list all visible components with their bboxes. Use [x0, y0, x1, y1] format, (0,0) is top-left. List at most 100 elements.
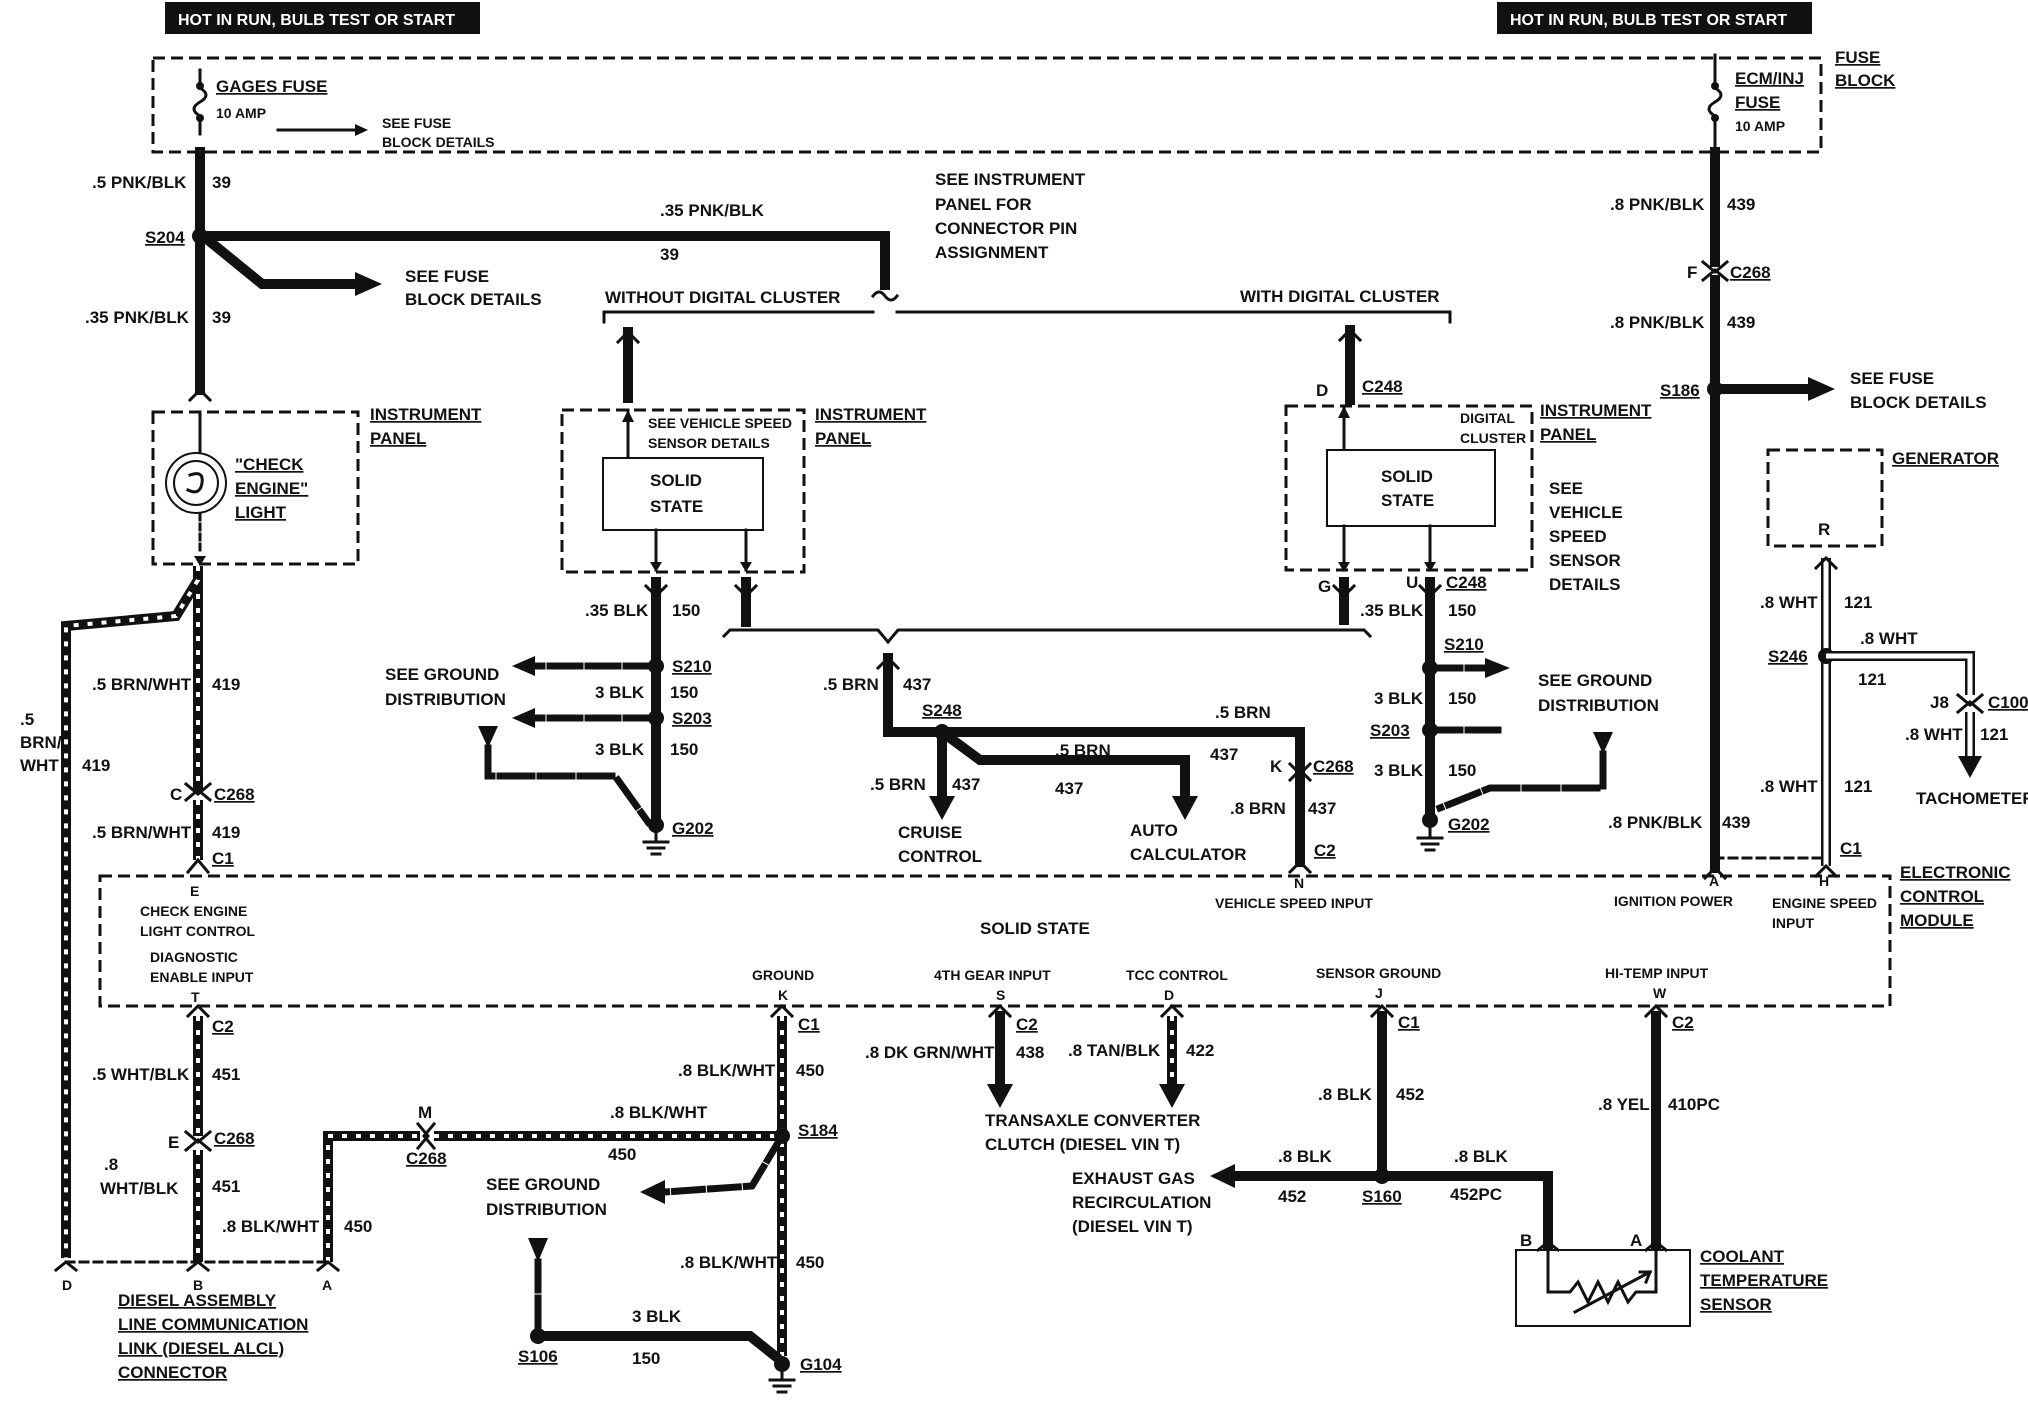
wire-label: .8 BLK — [1318, 1085, 1373, 1104]
wire-label: 3 BLK — [595, 740, 645, 759]
auto-calc-label: AUTO — [1130, 821, 1178, 840]
wire-label: 3 BLK — [632, 1307, 682, 1326]
circuit-label: 450 — [796, 1061, 824, 1080]
circuit-label: 451 — [212, 1177, 240, 1196]
wire-label-3: WHT — [20, 756, 59, 775]
pin-label: F — [1687, 263, 1697, 282]
see-ground-label: SEE GROUND — [1538, 671, 1652, 690]
solid-state-label: SOLID STATE — [980, 919, 1090, 938]
pin-label: T — [191, 989, 200, 1005]
wire-label: .8 BLK — [1454, 1147, 1509, 1166]
connector-label: C268 — [406, 1149, 447, 1168]
pin-label: E — [168, 1133, 179, 1152]
pin-label: H — [1819, 873, 1829, 889]
diagram-stroke — [1424, 562, 1436, 572]
circuit-label: 39 — [660, 245, 679, 264]
circuit-label: 419 — [82, 756, 110, 775]
ecm-pin-desc: TCC CONTROL — [1126, 967, 1228, 983]
wire-label-2: BRN/ — [20, 733, 62, 752]
circuit-label: 121 — [1844, 593, 1872, 612]
ecm-pin-desc: DIAGNOSTIC — [150, 949, 238, 965]
wire-label: .8 WHT — [1905, 725, 1963, 744]
circuit-label: 437 — [903, 675, 931, 694]
ground-icon — [1416, 826, 1444, 852]
ground-label: G202 — [1448, 815, 1490, 834]
splice-label: S248 — [922, 701, 962, 720]
wire-label: 3 BLK — [1374, 689, 1424, 708]
wire-label: 3 BLK — [595, 683, 645, 702]
arrow-head-icon — [1958, 756, 1982, 778]
splice-label: S246 — [1768, 647, 1808, 666]
see-fuse-label: SEE FUSE — [1850, 369, 1934, 388]
circuit-label: 451 — [212, 1065, 240, 1084]
solid-state-box — [1326, 449, 1496, 527]
ecm-box — [98, 874, 1892, 1008]
circuit-label: 39 — [212, 173, 231, 192]
pin-label: G — [1318, 577, 1331, 596]
ecm-label: ELECTRONIC — [1900, 863, 2011, 882]
see-fuse-label: SEE FUSE — [382, 115, 451, 131]
ground-icon — [768, 1370, 796, 1394]
wire-label: .8 — [104, 1155, 118, 1174]
panel-label: INSTRUMENT — [1540, 401, 1652, 420]
wire-label: .35 BLK — [585, 601, 649, 620]
splice-label: S210 — [1444, 635, 1484, 654]
ground-label: G202 — [672, 819, 714, 838]
pin-label: J — [1375, 985, 1383, 1001]
solid-state-label: SOLID — [650, 471, 702, 490]
connector-icon — [643, 583, 669, 599]
gages-fuse-amp: 10 AMP — [216, 105, 266, 121]
wire-label: 3 BLK — [1374, 761, 1424, 780]
ground-dist-wire — [661, 1131, 787, 1196]
ecm-pin-desc: CHECK ENGINE — [140, 903, 247, 919]
egr-label-3: (DIESEL VIN T) — [1072, 1217, 1193, 1236]
solid-state-box — [602, 457, 764, 531]
ground-icon — [642, 831, 670, 856]
gages-fuse-icon — [192, 68, 208, 136]
wire-419-to-aldl — [61, 577, 203, 1258]
splice-label: S203 — [1370, 721, 1410, 740]
connector-icon — [187, 387, 213, 403]
wire-39-horizontal — [195, 231, 890, 290]
see-ground-label: SEE GROUND — [385, 665, 499, 684]
connector-icon — [1287, 761, 1313, 783]
splice-label: S204 — [145, 228, 185, 247]
wire-437-auto — [935, 725, 1190, 801]
connector-label: C2 — [1314, 841, 1336, 860]
panel-label: INSTRUMENT — [815, 405, 927, 424]
circuit-label: 121 — [1980, 725, 2008, 744]
gages-fuse-label: GAGES FUSE — [216, 77, 327, 96]
wire-label: .8 BLK/WHT — [610, 1103, 708, 1122]
connector-icon — [987, 1003, 1013, 1019]
fuse-block-border — [151, 56, 1823, 154]
connector-label: C2 — [1016, 1015, 1038, 1034]
connector-label: C2 — [1672, 1013, 1694, 1032]
see-vss-label-4: SENSOR — [1549, 551, 1621, 570]
cruise-label-2: CONTROL — [898, 847, 982, 866]
ecm-fuse-icon — [1707, 53, 1723, 150]
pin-label: R — [1818, 520, 1830, 539]
diagram-stroke — [165, 2, 480, 34]
circuit-label: 439 — [1727, 313, 1755, 332]
vss-bracket — [721, 628, 1373, 645]
arrow-head-icon — [1172, 796, 1198, 820]
circuit-label: 419 — [212, 675, 240, 694]
coolant-label-2: TEMPERATURE — [1700, 1271, 1828, 1290]
see-vss-label-5: DETAILS — [1549, 575, 1620, 594]
pin-label: E — [190, 883, 199, 899]
ecm-fuse-amp: 10 AMP — [1735, 118, 1785, 134]
arrow-head-icon — [355, 124, 368, 136]
ecm-fuse-label-2: FUSE — [1735, 93, 1780, 112]
vss-label-2: SENSOR DETAILS — [648, 435, 770, 451]
connector-label: C2 — [212, 1017, 234, 1036]
ground-label: G104 — [800, 1355, 842, 1374]
diagram-stroke — [194, 556, 206, 566]
diagram-stroke — [1338, 562, 1350, 572]
circuit-label: 121 — [1858, 670, 1886, 689]
see-ip-label-3: CONNECTOR PIN — [935, 219, 1077, 238]
circuit-label: 39 — [212, 308, 231, 327]
connector-icon — [183, 781, 213, 803]
pin-label: N — [1294, 875, 1304, 891]
wire-label: .5 BRN — [1055, 741, 1111, 760]
pin-label: J8 — [1930, 693, 1949, 712]
